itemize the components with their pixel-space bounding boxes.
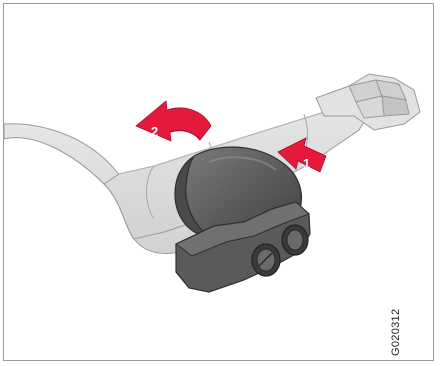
illustration-frame: 2 1 G020312 (3, 3, 434, 361)
arrow-step-2: 2 (136, 101, 211, 141)
step-2-label: 2 (151, 124, 158, 139)
rotary-control-device (175, 147, 310, 292)
step-1-label: 1 (303, 156, 310, 171)
figure-code: G020312 (390, 309, 402, 356)
illustration-svg: 2 1 (4, 4, 435, 362)
